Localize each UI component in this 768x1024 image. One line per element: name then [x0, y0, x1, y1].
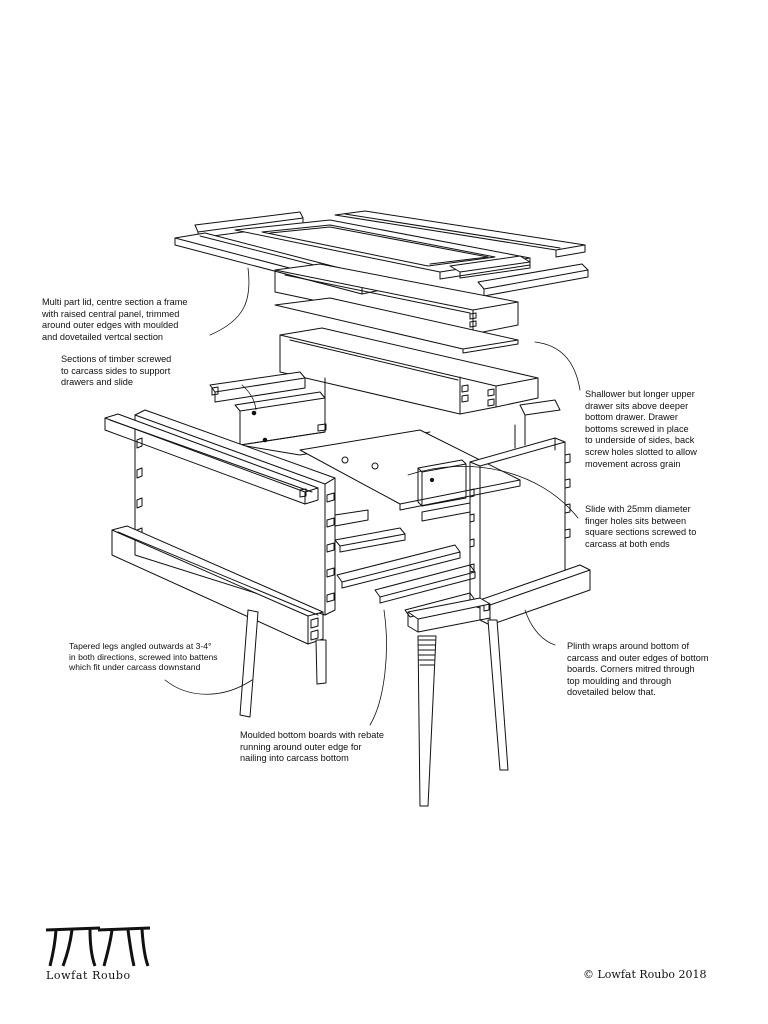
upper-drawer: [274, 263, 519, 354]
front-plinth-board: [407, 597, 491, 633]
annotation-timber-sections: Sections of timber screwed to carcass si…: [61, 354, 172, 388]
annotation-lid: Multi part lid, centre section a frame w…: [42, 297, 188, 342]
carcass-back: [209, 371, 561, 456]
slide: [299, 429, 521, 522]
lower-drawer: [279, 327, 539, 415]
legs: [239, 609, 509, 807]
logo-mark: [45, 926, 151, 967]
left-plinth: [111, 525, 324, 645]
annotation-slide: Slide with 25mm diameter finger holes si…: [585, 504, 697, 549]
annotation-drawers: Shallower but longer upper drawer sits a…: [585, 389, 697, 469]
logo-text: Lowfat Roubo: [46, 969, 131, 982]
annotation-plinth: Plinth wraps around bottom of carcass an…: [567, 641, 709, 698]
copyright: © Lowfat Roubo 2018: [583, 968, 707, 981]
right-plinth: [479, 564, 591, 626]
leader-lines: [164, 267, 581, 726]
left-top-moulding: [104, 413, 319, 505]
annotation-bottom-boards: Moulded bottom boards with rebate runnin…: [240, 730, 385, 764]
annotation-legs: Tapered legs angled outwards at 3-4° in …: [69, 641, 218, 673]
bottom-boards: [334, 509, 476, 618]
